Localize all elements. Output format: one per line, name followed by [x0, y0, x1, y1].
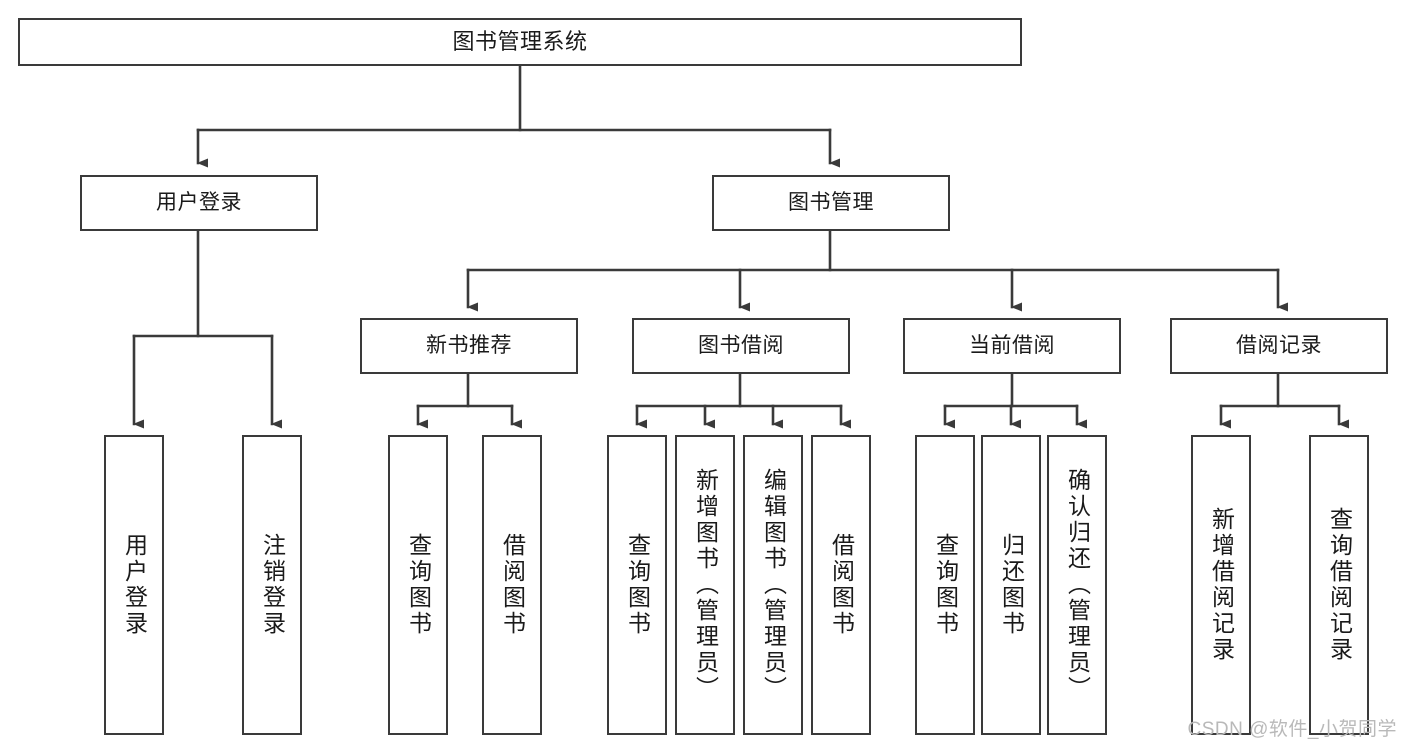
node-label: 归还图书 — [998, 533, 1025, 637]
node-leaf-logout[interactable]: 注销登录 — [242, 435, 302, 735]
node-label: 新增图书（管理员） — [692, 468, 719, 702]
node-label: 图书借阅 — [698, 334, 784, 358]
node-label: 当前借阅 — [969, 334, 1055, 358]
node-label: 图书管理系统 — [452, 28, 588, 54]
node-label: 用户登录 — [156, 191, 242, 215]
watermark-credit: CSDN @软件_小贺同学 — [1187, 719, 1397, 740]
node-leaf-user-login[interactable]: 用户登录 — [104, 435, 164, 735]
node-current-borrow[interactable]: 当前借阅 — [903, 318, 1121, 374]
node-label: 新增借阅记录 — [1208, 507, 1235, 663]
node-label: 新书推荐 — [426, 334, 512, 358]
node-leaf-query-book-borrow[interactable]: 查询图书 — [607, 435, 667, 735]
node-user-login[interactable]: 用户登录 — [80, 175, 318, 231]
node-label: 借阅图书 — [499, 533, 526, 637]
node-label: 编辑图书（管理员） — [760, 468, 787, 702]
node-label: 查询图书 — [624, 533, 651, 637]
node-book-borrow[interactable]: 图书借阅 — [632, 318, 850, 374]
node-label: 用户登录 — [121, 533, 148, 637]
node-label: 查询借阅记录 — [1326, 507, 1353, 663]
node-leaf-query-book-newbooks[interactable]: 查询图书 — [388, 435, 448, 735]
node-label: 确认归还（管理员） — [1064, 468, 1091, 702]
node-label: 注销登录 — [259, 533, 286, 637]
node-label: 借阅图书 — [828, 533, 855, 637]
node-leaf-confirm-return-admin[interactable]: 确认归还（管理员） — [1047, 435, 1107, 735]
node-leaf-add-borrow-record[interactable]: 新增借阅记录 — [1191, 435, 1251, 735]
node-leaf-edit-book-admin[interactable]: 编辑图书（管理员） — [743, 435, 803, 735]
node-label: 借阅记录 — [1236, 334, 1322, 358]
node-borrow-records[interactable]: 借阅记录 — [1170, 318, 1388, 374]
node-leaf-query-borrow-record[interactable]: 查询借阅记录 — [1309, 435, 1369, 735]
node-leaf-borrow-book-newbooks[interactable]: 借阅图书 — [482, 435, 542, 735]
node-leaf-return-book[interactable]: 归还图书 — [981, 435, 1041, 735]
node-label: 图书管理 — [788, 191, 874, 215]
node-root-book-management-system[interactable]: 图书管理系统 — [18, 18, 1022, 66]
node-book-management[interactable]: 图书管理 — [712, 175, 950, 231]
node-leaf-borrow-book[interactable]: 借阅图书 — [811, 435, 871, 735]
node-leaf-query-book-current[interactable]: 查询图书 — [915, 435, 975, 735]
node-label: 查询图书 — [932, 533, 959, 637]
node-label: 查询图书 — [405, 533, 432, 637]
node-new-book-recommend[interactable]: 新书推荐 — [360, 318, 578, 374]
node-leaf-add-book-admin[interactable]: 新增图书（管理员） — [675, 435, 735, 735]
